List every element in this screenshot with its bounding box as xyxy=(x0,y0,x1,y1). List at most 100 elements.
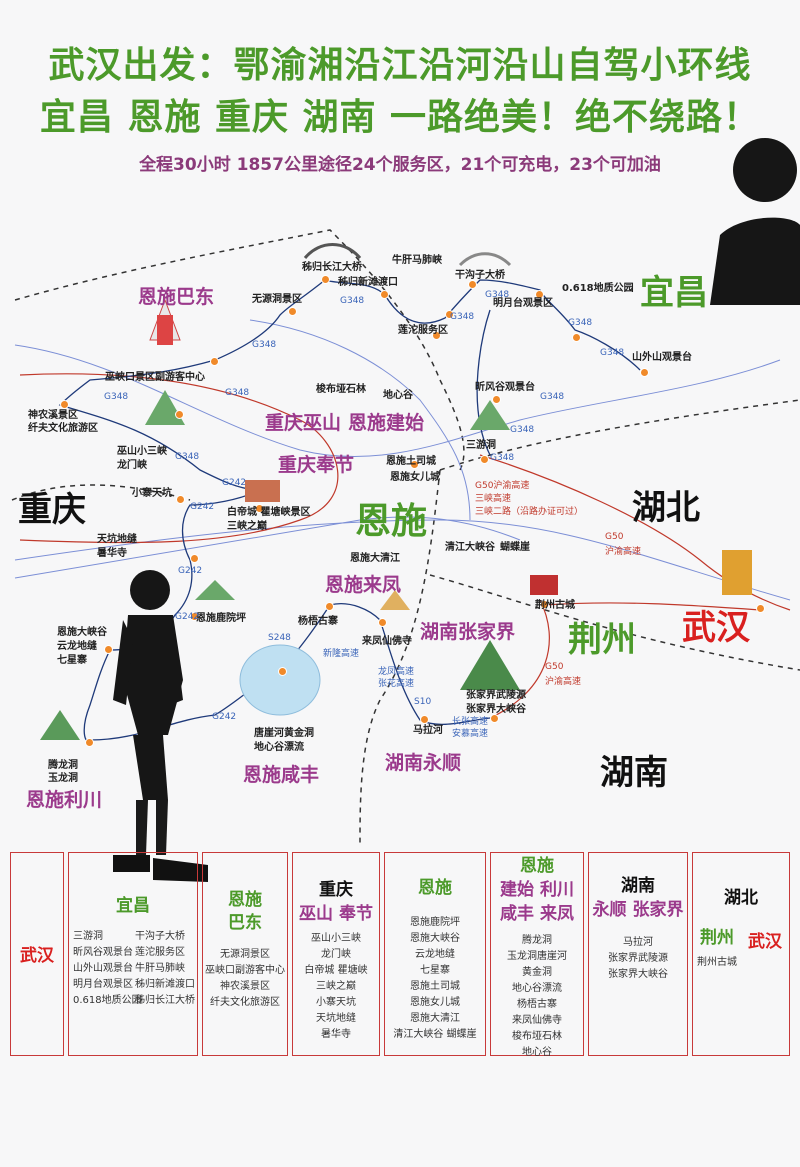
spot-label: 玉龙洞 xyxy=(48,773,78,784)
spot-label: 梭布垭石林 xyxy=(316,384,366,395)
road-label: G348 xyxy=(510,425,535,435)
table-cell-yichang: 宜昌 三游洞 昕风谷观景台 山外山观景台 明月台观景区 0.618地质公园 干沟… xyxy=(68,852,198,1056)
road-label: G50 xyxy=(605,532,624,542)
road-label: G348 xyxy=(340,296,365,306)
road-label: G348 xyxy=(104,392,129,402)
border-enshi-hubei xyxy=(439,399,800,471)
spot-label: 清江大峡谷 xyxy=(445,542,495,553)
red-highway-south xyxy=(489,599,550,719)
river-line-1 xyxy=(14,344,781,458)
table-list: 恩施鹿院坪 恩施大峡谷 云龙地缝 七星寨 恩施土司城 恩施女儿城 恩施大清江 清… xyxy=(385,915,485,1043)
spot-label: 地心谷漂流 xyxy=(254,742,304,753)
road-label: G50 xyxy=(545,662,564,672)
spot-label: 唐崖河黄金洞 xyxy=(254,728,314,739)
table-list-left: 三游洞 昕风谷观景台 山外山观景台 明月台观景区 0.618地质公园 xyxy=(73,929,142,1009)
road-label: 三峡高速 xyxy=(475,494,512,504)
table-item: 天坑地缝 xyxy=(316,1013,356,1024)
road-label: G242 xyxy=(178,566,203,576)
red-highway-east xyxy=(479,454,791,611)
road-label: G242 xyxy=(212,712,237,722)
spot-label: 山外山观景台 xyxy=(632,352,692,363)
table-item: 牛肝马肺峡 xyxy=(135,963,185,974)
spot-label: 恩施大峡谷 xyxy=(57,627,107,638)
table-item: 秭归长江大桥 xyxy=(135,995,195,1006)
road-label: G242 xyxy=(222,478,247,488)
table-item: 神农溪景区 xyxy=(220,981,270,992)
table-head: 巫山 奉节 xyxy=(299,904,373,924)
map-dot xyxy=(480,455,489,464)
road-label: G348 xyxy=(175,452,200,462)
table-item: 白帝城 瞿塘峡 xyxy=(304,965,368,976)
table-item: 三游洞 xyxy=(73,931,103,942)
region-hunan-yongshun: 湖南永顺 xyxy=(385,752,462,774)
table-head: 湖南 xyxy=(621,876,655,896)
spot-label: 七星寨 xyxy=(57,655,87,666)
table-list: 腾龙洞 玉龙洞唐崖河 黄金洞 地心谷漂流 杨梧古寨 来凤仙佛寺 梭布垭石林 地心… xyxy=(491,933,583,1061)
map-dot xyxy=(176,495,185,504)
spot-label: 恩施土司城 xyxy=(386,456,436,467)
map-dot xyxy=(85,738,94,747)
river-line-4 xyxy=(14,516,521,579)
spot-label: 秭归新滩渡口 xyxy=(338,277,398,288)
road-label: G348 xyxy=(490,453,515,463)
gate-icon xyxy=(530,575,558,595)
title-line-1: 武汉出发：鄂渝湘沿江沿河沿山自驾小环线 xyxy=(48,45,752,86)
map-dot xyxy=(378,618,387,627)
table-list: 无源洞景区 巫峡口副游客中心 神农溪景区 纤夫文化旅游区 xyxy=(203,947,287,1011)
table-head: 武汉 xyxy=(20,946,54,966)
spot-label: 荆州古城 xyxy=(535,600,575,611)
road-label: 三峡二路（沿路办证可过） xyxy=(475,507,584,517)
map-dot xyxy=(255,504,264,513)
spot-label: 恩施鹿院坪 xyxy=(196,613,246,624)
table-item: 黄金洞 xyxy=(522,967,552,978)
table-item: 杨梧古寨 xyxy=(517,999,557,1010)
bridge-icon xyxy=(458,252,512,267)
table-cell-enshi: 恩施 恩施鹿院坪 恩施大峡谷 云龙地缝 七星寨 恩施土司城 恩施女儿城 恩施大清… xyxy=(384,852,486,1056)
road-label: S10 xyxy=(414,697,432,707)
region-hunan-zhangjiajie: 湖南张家界 xyxy=(420,621,516,643)
table-item: 0.618地质公园 xyxy=(73,995,142,1006)
table-head: 恩施 xyxy=(418,878,452,898)
table-item: 巫峡口副游客中心 xyxy=(205,965,285,976)
map-dot xyxy=(420,715,429,724)
road-label: G348 xyxy=(485,290,510,300)
table-cell-hubei: 湖北 荆州 武汉 荆州古城 xyxy=(692,852,790,1056)
map-dot xyxy=(468,280,477,289)
mountain-icon xyxy=(470,400,510,430)
table-item: 恩施土司城 xyxy=(410,981,460,992)
spot-label: 巫山小三峡 xyxy=(117,446,167,457)
map-dot xyxy=(190,612,199,621)
spot-label: 神农溪景区 xyxy=(28,410,78,421)
region-chongqing-fengjie: 重庆奉节 xyxy=(278,454,355,476)
region-wuhan: 武汉 xyxy=(682,608,750,648)
table-cell-enshi2: 恩施 建始 利川 咸丰 来凤 腾龙洞 玉龙洞唐崖河 黄金洞 地心谷漂流 杨梧古寨… xyxy=(490,852,584,1058)
route-map xyxy=(11,229,800,846)
table-item: 腾龙洞 xyxy=(522,935,552,946)
road-label: 龙凤高速 xyxy=(378,667,415,677)
table-list: 马拉河 张家界武陵源 张家界大峡谷 xyxy=(589,935,687,983)
spot-label: 云龙地缝 xyxy=(57,641,97,652)
table-head: 咸丰 来凤 xyxy=(500,904,574,924)
table-item: 马拉河 xyxy=(623,937,653,948)
spot-label: 干沟子大桥 xyxy=(455,270,505,281)
table-item: 干沟子大桥 xyxy=(135,931,185,942)
table-item: 山外山观景台 xyxy=(73,963,133,974)
road-label: 新隆高速 xyxy=(323,649,360,659)
lake-illustration xyxy=(239,644,321,716)
table-item: 云龙地缝 xyxy=(415,949,455,960)
map-dot xyxy=(492,395,501,404)
title-line-2: 宜昌 恩施 重庆 湖南 一路绝美！绝不绕路！ xyxy=(39,97,761,138)
map-dot xyxy=(325,602,334,611)
table-head: 建始 利川 xyxy=(500,880,574,900)
road-label: G242 xyxy=(190,502,215,512)
table-head: 永顺 张家界 xyxy=(592,900,684,920)
red-highway-west xyxy=(19,373,339,544)
map-dot xyxy=(278,667,287,676)
spot-label: 0.618地质公园 xyxy=(562,283,634,294)
table-head: 巴东 xyxy=(228,913,262,933)
spot-label: 马拉河 xyxy=(413,725,443,736)
road-label: G348 xyxy=(540,392,565,402)
river-line-3 xyxy=(249,319,471,521)
road-label: 张花高速 xyxy=(378,679,415,689)
bridge-icon xyxy=(303,243,362,260)
